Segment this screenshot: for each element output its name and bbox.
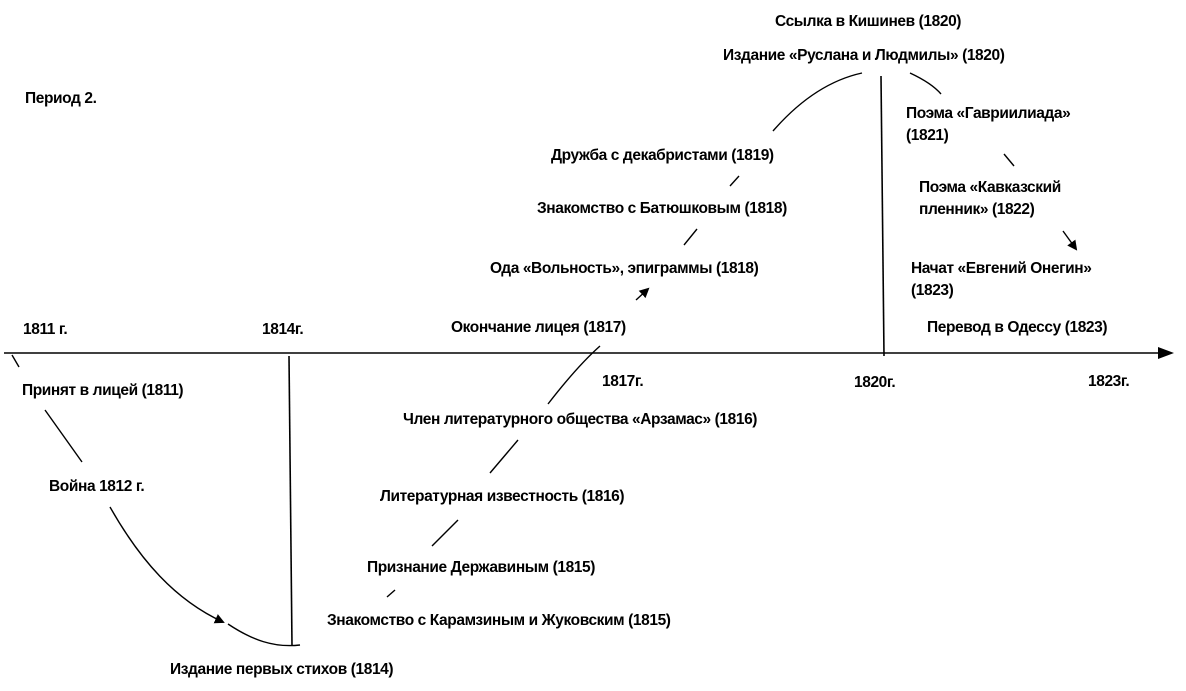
path-peak-fall — [909, 72, 942, 95]
event-label-line: (1821) — [906, 127, 949, 144]
event-label-line: Поэма «Кавказский — [919, 179, 1061, 196]
event-label-line: Поэма «Гавриилиада» — [906, 105, 1071, 122]
event-label-line: пленник» (1822) — [919, 201, 1035, 218]
path-fall-seg-1 — [1003, 153, 1015, 167]
event-label: Издание первых стихов (1814) — [170, 661, 394, 678]
event-label: Издание «Руслана и Людмилы» (1820) — [723, 47, 1005, 64]
time-axis-arrow-icon — [1158, 347, 1174, 359]
page-title: Период 2. — [25, 90, 97, 107]
path-lycee-to-war — [44, 409, 83, 463]
divider-1820 — [880, 75, 885, 357]
event-label: Принят в лицей (1811) — [22, 382, 184, 399]
path-seg-3 — [489, 439, 519, 474]
event-label: Ссылка в Кишинев (1820) — [775, 13, 962, 30]
event-label: Начат «Евгений Онегин» (1823) — [911, 258, 1092, 302]
axis-year-label: 1814г. — [262, 321, 304, 338]
divider-1814 — [288, 355, 293, 647]
event-label: Признание Державиным (1815) — [367, 559, 595, 576]
axis-year-label: 1817г. — [602, 373, 644, 390]
axis-year-label: 1811 г. — [23, 321, 68, 338]
event-label: Перевод в Одессу (1823) — [927, 319, 1108, 336]
path-seg-4 — [547, 345, 601, 405]
path-war-to-first-poems — [109, 506, 225, 624]
path-fall-seg-2 — [1062, 230, 1078, 251]
path-peak-rise — [772, 72, 863, 132]
event-label: Знакомство с Батюшковым (1818) — [537, 200, 787, 217]
curve-bottom — [227, 623, 301, 647]
event-label: Член литературного общества «Арзамас» (1… — [403, 411, 758, 428]
event-label: Окончание лицея (1817) — [451, 319, 626, 336]
axis-year-label: 1823г. — [1088, 373, 1130, 390]
event-label-line: Начат «Евгений Онегин» — [911, 260, 1092, 277]
event-label: Знакомство с Карамзиным и Жуковским (181… — [327, 612, 671, 629]
path-seg-6 — [683, 228, 698, 246]
event-label: Дружба с декабристами (1819) — [551, 147, 774, 164]
event-label: Поэма «Кавказский пленник» (1822) — [919, 177, 1061, 221]
path-seg-5 — [635, 287, 650, 301]
event-label: Ода «Вольность», эпиграммы (1818) — [490, 260, 759, 277]
event-label: Поэма «Гавриилиада» (1821) — [906, 103, 1071, 147]
path-seg-2 — [431, 519, 459, 547]
axis-start-tick — [11, 354, 20, 368]
path-seg-7 — [729, 175, 740, 187]
path-seg-1 — [386, 589, 396, 598]
event-label-line: (1823) — [911, 282, 954, 299]
event-label: Война 1812 г. — [49, 478, 145, 495]
event-label: Литературная известность (1816) — [380, 488, 625, 505]
axis-year-label: 1820г. — [854, 374, 896, 391]
